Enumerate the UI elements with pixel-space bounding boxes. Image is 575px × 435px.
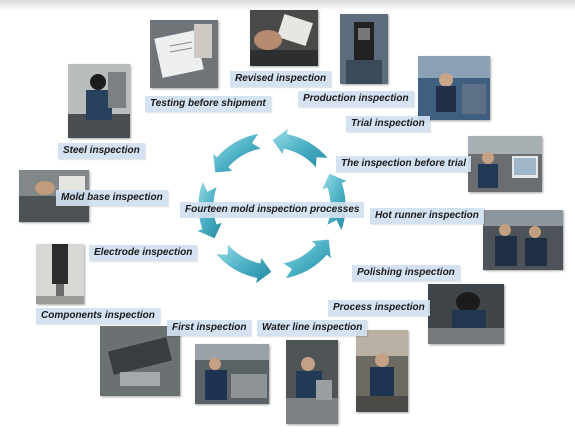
- label-production-inspection: Production inspection: [298, 91, 414, 107]
- photo-electrode-inspection: [36, 244, 84, 304]
- label-components-inspection: Components inspection: [36, 308, 160, 324]
- cycle-arrow-segment: [211, 132, 264, 174]
- photo-water-line-inspection: [286, 340, 338, 424]
- photo-the-inspection-before-trial: [468, 136, 542, 192]
- photo-mold-base-inspection: [19, 170, 89, 222]
- arrow-segments: [194, 126, 350, 286]
- center-title: Fourteen mold inspection processes: [180, 202, 365, 218]
- photo-steel-inspection: [68, 64, 130, 138]
- photo-trial-inspection: [418, 56, 490, 120]
- photo-revised-inspection: [250, 10, 318, 66]
- label-steel-inspection: Steel inspection: [58, 143, 145, 159]
- label-first-inspection: First inspection: [167, 320, 252, 336]
- cycle-arrow-segment: [214, 241, 273, 286]
- cycle-arrow-segment: [280, 238, 333, 280]
- label-trial-inspection: Trial inspection: [346, 116, 430, 132]
- top-shadow: [0, 0, 575, 10]
- label-process-inspection: Process inspection: [328, 300, 430, 316]
- label-testing-before-shipment: Testing before shipment: [145, 96, 271, 112]
- label-hot-runner-inspection: Hot runner inspection: [370, 208, 484, 224]
- label-electrode-inspection: Electrode inspection: [89, 245, 198, 261]
- photo-first-inspection: [195, 344, 269, 404]
- photo-process-inspection: [356, 330, 408, 412]
- photo-polishing-inspection: [428, 284, 504, 344]
- label-mold-base-inspection: Mold base inspection: [56, 190, 168, 206]
- photo-testing-before-shipment: [150, 20, 218, 88]
- photo-components-inspection: [100, 326, 180, 396]
- photo-hot-runner-inspection: [483, 210, 563, 270]
- photo-production-inspection: [340, 14, 388, 84]
- label-water-line-inspection: Water line inspection: [257, 320, 368, 336]
- label-polishing-inspection: Polishing inspection: [352, 265, 460, 281]
- label-revised-inspection: Revised inspection: [230, 71, 332, 87]
- label-the-inspection-before-trial: The inspection before trial: [336, 156, 472, 172]
- cycle-arrow-segment: [271, 126, 330, 171]
